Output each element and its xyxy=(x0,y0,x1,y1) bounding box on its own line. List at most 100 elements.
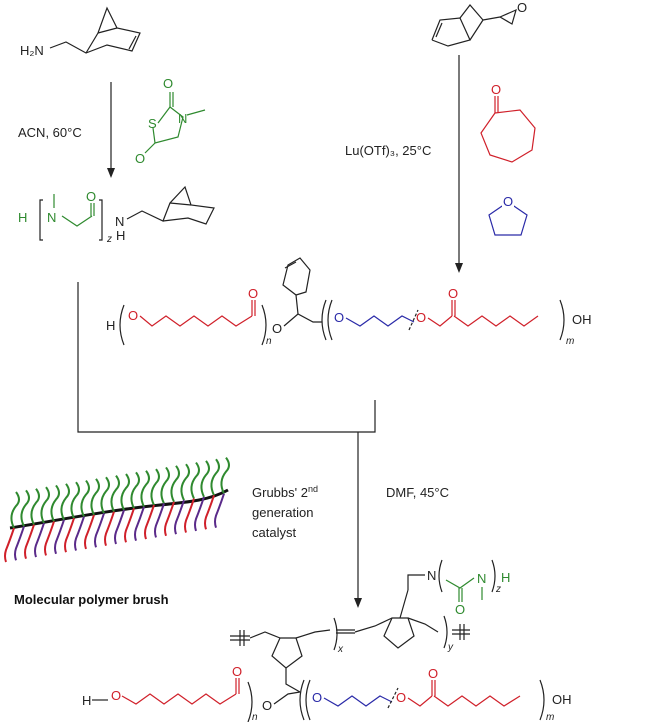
svg-text:O: O xyxy=(272,321,282,336)
brush-bristle xyxy=(34,522,45,558)
polymer-brush-illustration xyxy=(4,457,230,563)
brush-bristle xyxy=(50,484,60,522)
svg-text:z: z xyxy=(495,584,501,595)
svg-text:n: n xyxy=(266,336,272,347)
svg-text:O: O xyxy=(262,698,272,713)
amine-label: H₂N xyxy=(20,43,44,58)
brush-bristle xyxy=(104,511,115,546)
svg-text:O: O xyxy=(248,286,258,301)
bottlebrush-product: N O N z H x y H O O n O O xyxy=(82,559,572,722)
step1-conditions: ACN, 60°C xyxy=(18,125,82,140)
brush-bristle xyxy=(220,457,230,495)
svg-text:O: O xyxy=(428,666,438,681)
norbornene-epoxide: O xyxy=(431,0,527,47)
svg-text:Grubbs' 2nd: Grubbs' 2nd xyxy=(252,484,318,500)
pcl-pthf-norbornene-macromonomer: H O O n O O O O m OH xyxy=(106,257,592,347)
svg-text:O: O xyxy=(312,690,322,705)
brush-bristle xyxy=(30,488,40,526)
brush-bristle xyxy=(94,512,105,548)
svg-text:H: H xyxy=(18,210,27,225)
svg-text:OH: OH xyxy=(572,312,592,327)
brush-bristle xyxy=(100,476,110,514)
svg-text:O: O xyxy=(111,688,121,703)
svg-text:OH: OH xyxy=(552,692,572,707)
brush-bristle xyxy=(4,527,15,563)
svg-text:O: O xyxy=(455,602,465,617)
brush-bristle xyxy=(144,504,155,540)
svg-text:O: O xyxy=(416,310,426,325)
svg-text:O: O xyxy=(334,310,344,325)
svg-text:O: O xyxy=(448,286,458,301)
brush-bristle xyxy=(140,470,150,508)
brush-bristle xyxy=(120,473,130,511)
brush-bristle xyxy=(24,524,35,560)
step3-catalyst: Grubbs' 2nd generation catalyst xyxy=(252,484,318,540)
brush-bristle xyxy=(74,516,85,551)
sarcosine-ntc-monomer: O S N O xyxy=(135,76,206,166)
norbornene-methylamine: H₂N xyxy=(20,6,141,58)
brush-bristle xyxy=(214,493,225,528)
brush-bristle xyxy=(160,466,170,504)
brush-bristle xyxy=(44,521,55,556)
svg-text:O: O xyxy=(232,664,242,679)
brush-bristle xyxy=(60,483,70,521)
svg-text:n: n xyxy=(252,712,258,722)
svg-text:S: S xyxy=(148,116,157,131)
svg-text:H: H xyxy=(106,318,115,333)
svg-text:H: H xyxy=(501,570,510,585)
svg-text:N: N xyxy=(427,568,436,583)
svg-text:O: O xyxy=(86,189,96,204)
svg-text:y: y xyxy=(447,642,454,653)
brush-bristle xyxy=(130,471,140,509)
svg-text:O: O xyxy=(135,151,145,166)
brush-bristle xyxy=(124,508,135,543)
brush-bristle xyxy=(10,491,20,529)
caprolactone-monomer: O xyxy=(480,82,536,163)
svg-text:O: O xyxy=(491,82,501,97)
svg-text:H: H xyxy=(82,693,91,708)
svg-text:generation: generation xyxy=(252,505,313,520)
brush-bristle xyxy=(40,486,50,524)
svg-text:O: O xyxy=(517,0,527,15)
merge-lines xyxy=(77,282,376,433)
svg-text:N: N xyxy=(115,214,124,229)
brush-bristle xyxy=(134,506,145,542)
svg-text:O: O xyxy=(396,690,406,705)
brush-bristle xyxy=(80,479,90,517)
svg-text:O: O xyxy=(128,308,138,323)
svg-text:O: O xyxy=(163,76,173,91)
svg-text:x: x xyxy=(337,644,344,655)
brush-bristle xyxy=(210,458,220,496)
svg-text:z: z xyxy=(106,234,112,245)
psar-norbornene-macromonomer: H N O z N H xyxy=(18,185,215,245)
brush-bristle xyxy=(190,461,200,499)
brush-bristle xyxy=(200,460,210,498)
brush-bristle xyxy=(184,498,195,533)
brush-bristle xyxy=(154,503,165,538)
svg-text:m: m xyxy=(546,712,554,722)
brush-bristle xyxy=(14,526,25,561)
brush-bristle xyxy=(64,517,75,553)
svg-text:N: N xyxy=(47,210,56,225)
brush-bristle xyxy=(204,494,215,530)
brush-bristle xyxy=(84,514,95,550)
svg-text:H: H xyxy=(116,228,125,243)
svg-text:N: N xyxy=(477,571,486,586)
brush-label: Molecular polymer brush xyxy=(14,592,169,607)
brush-bristle xyxy=(110,475,120,513)
svg-text:N: N xyxy=(178,111,187,126)
brush-bristle xyxy=(194,496,205,532)
brush-bristle xyxy=(20,489,30,527)
step3-conditions: DMF, 45°C xyxy=(386,485,449,500)
brush-bristle xyxy=(90,478,100,516)
svg-text:catalyst: catalyst xyxy=(252,525,296,540)
svg-text:m: m xyxy=(566,336,574,347)
brush-bristle xyxy=(150,468,160,506)
brush-bristle xyxy=(70,481,80,519)
brush-bristle xyxy=(54,519,65,555)
brush-bristle xyxy=(180,463,190,501)
brush-bristle xyxy=(164,501,175,537)
step2-conditions: Lu(OTf)₃, 25°C xyxy=(345,143,431,158)
brush-bristle xyxy=(170,465,180,503)
